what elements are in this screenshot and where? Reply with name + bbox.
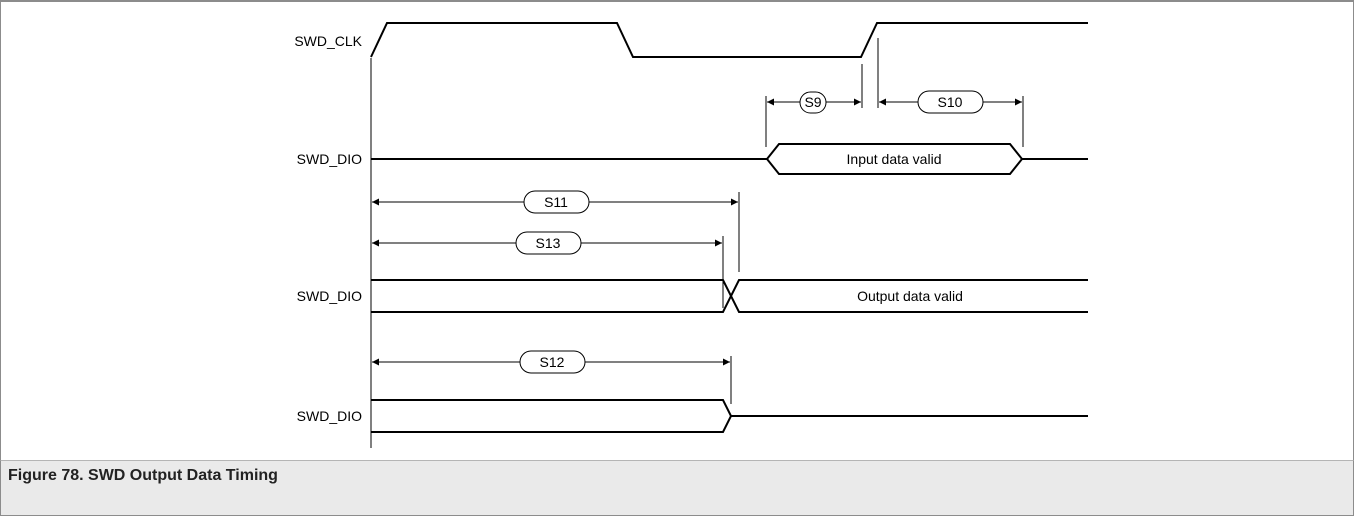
s11-tag	[523, 190, 590, 214]
signal-label-swd-dio-tristate: SWD_DIO	[297, 408, 362, 424]
s9-tag	[799, 91, 827, 114]
dio-output-lower-trace	[371, 279, 1088, 313]
input-data-valid-label: Input data valid	[847, 151, 942, 167]
s13-tag	[515, 231, 582, 255]
signal-label-swd-clk: SWD_CLK	[294, 33, 362, 49]
s12-label: S12	[540, 354, 565, 370]
s10-label: S10	[938, 94, 963, 110]
s11-label: S11	[544, 194, 568, 210]
signal-label-swd-dio-input: SWD_DIO	[297, 151, 362, 167]
s12-tag	[519, 350, 586, 374]
s9-label: S9	[804, 94, 821, 110]
figure-caption: Figure 78. SWD Output Data Timing	[0, 460, 1354, 516]
signal-label-swd-dio-output: SWD_DIO	[297, 288, 362, 304]
s10-tag	[917, 90, 984, 114]
output-data-valid-label: Output data valid	[857, 288, 963, 304]
s13-label: S13	[536, 235, 561, 251]
swd-clk-waveform	[370, 22, 1088, 58]
dio-output-upper-trace	[371, 279, 1088, 313]
timing-diagram: SWD_CLK SWD_DIO SWD_DIO SWD_DIO Input da…	[294, 22, 1088, 448]
dio-tristate-data-window	[371, 399, 733, 433]
